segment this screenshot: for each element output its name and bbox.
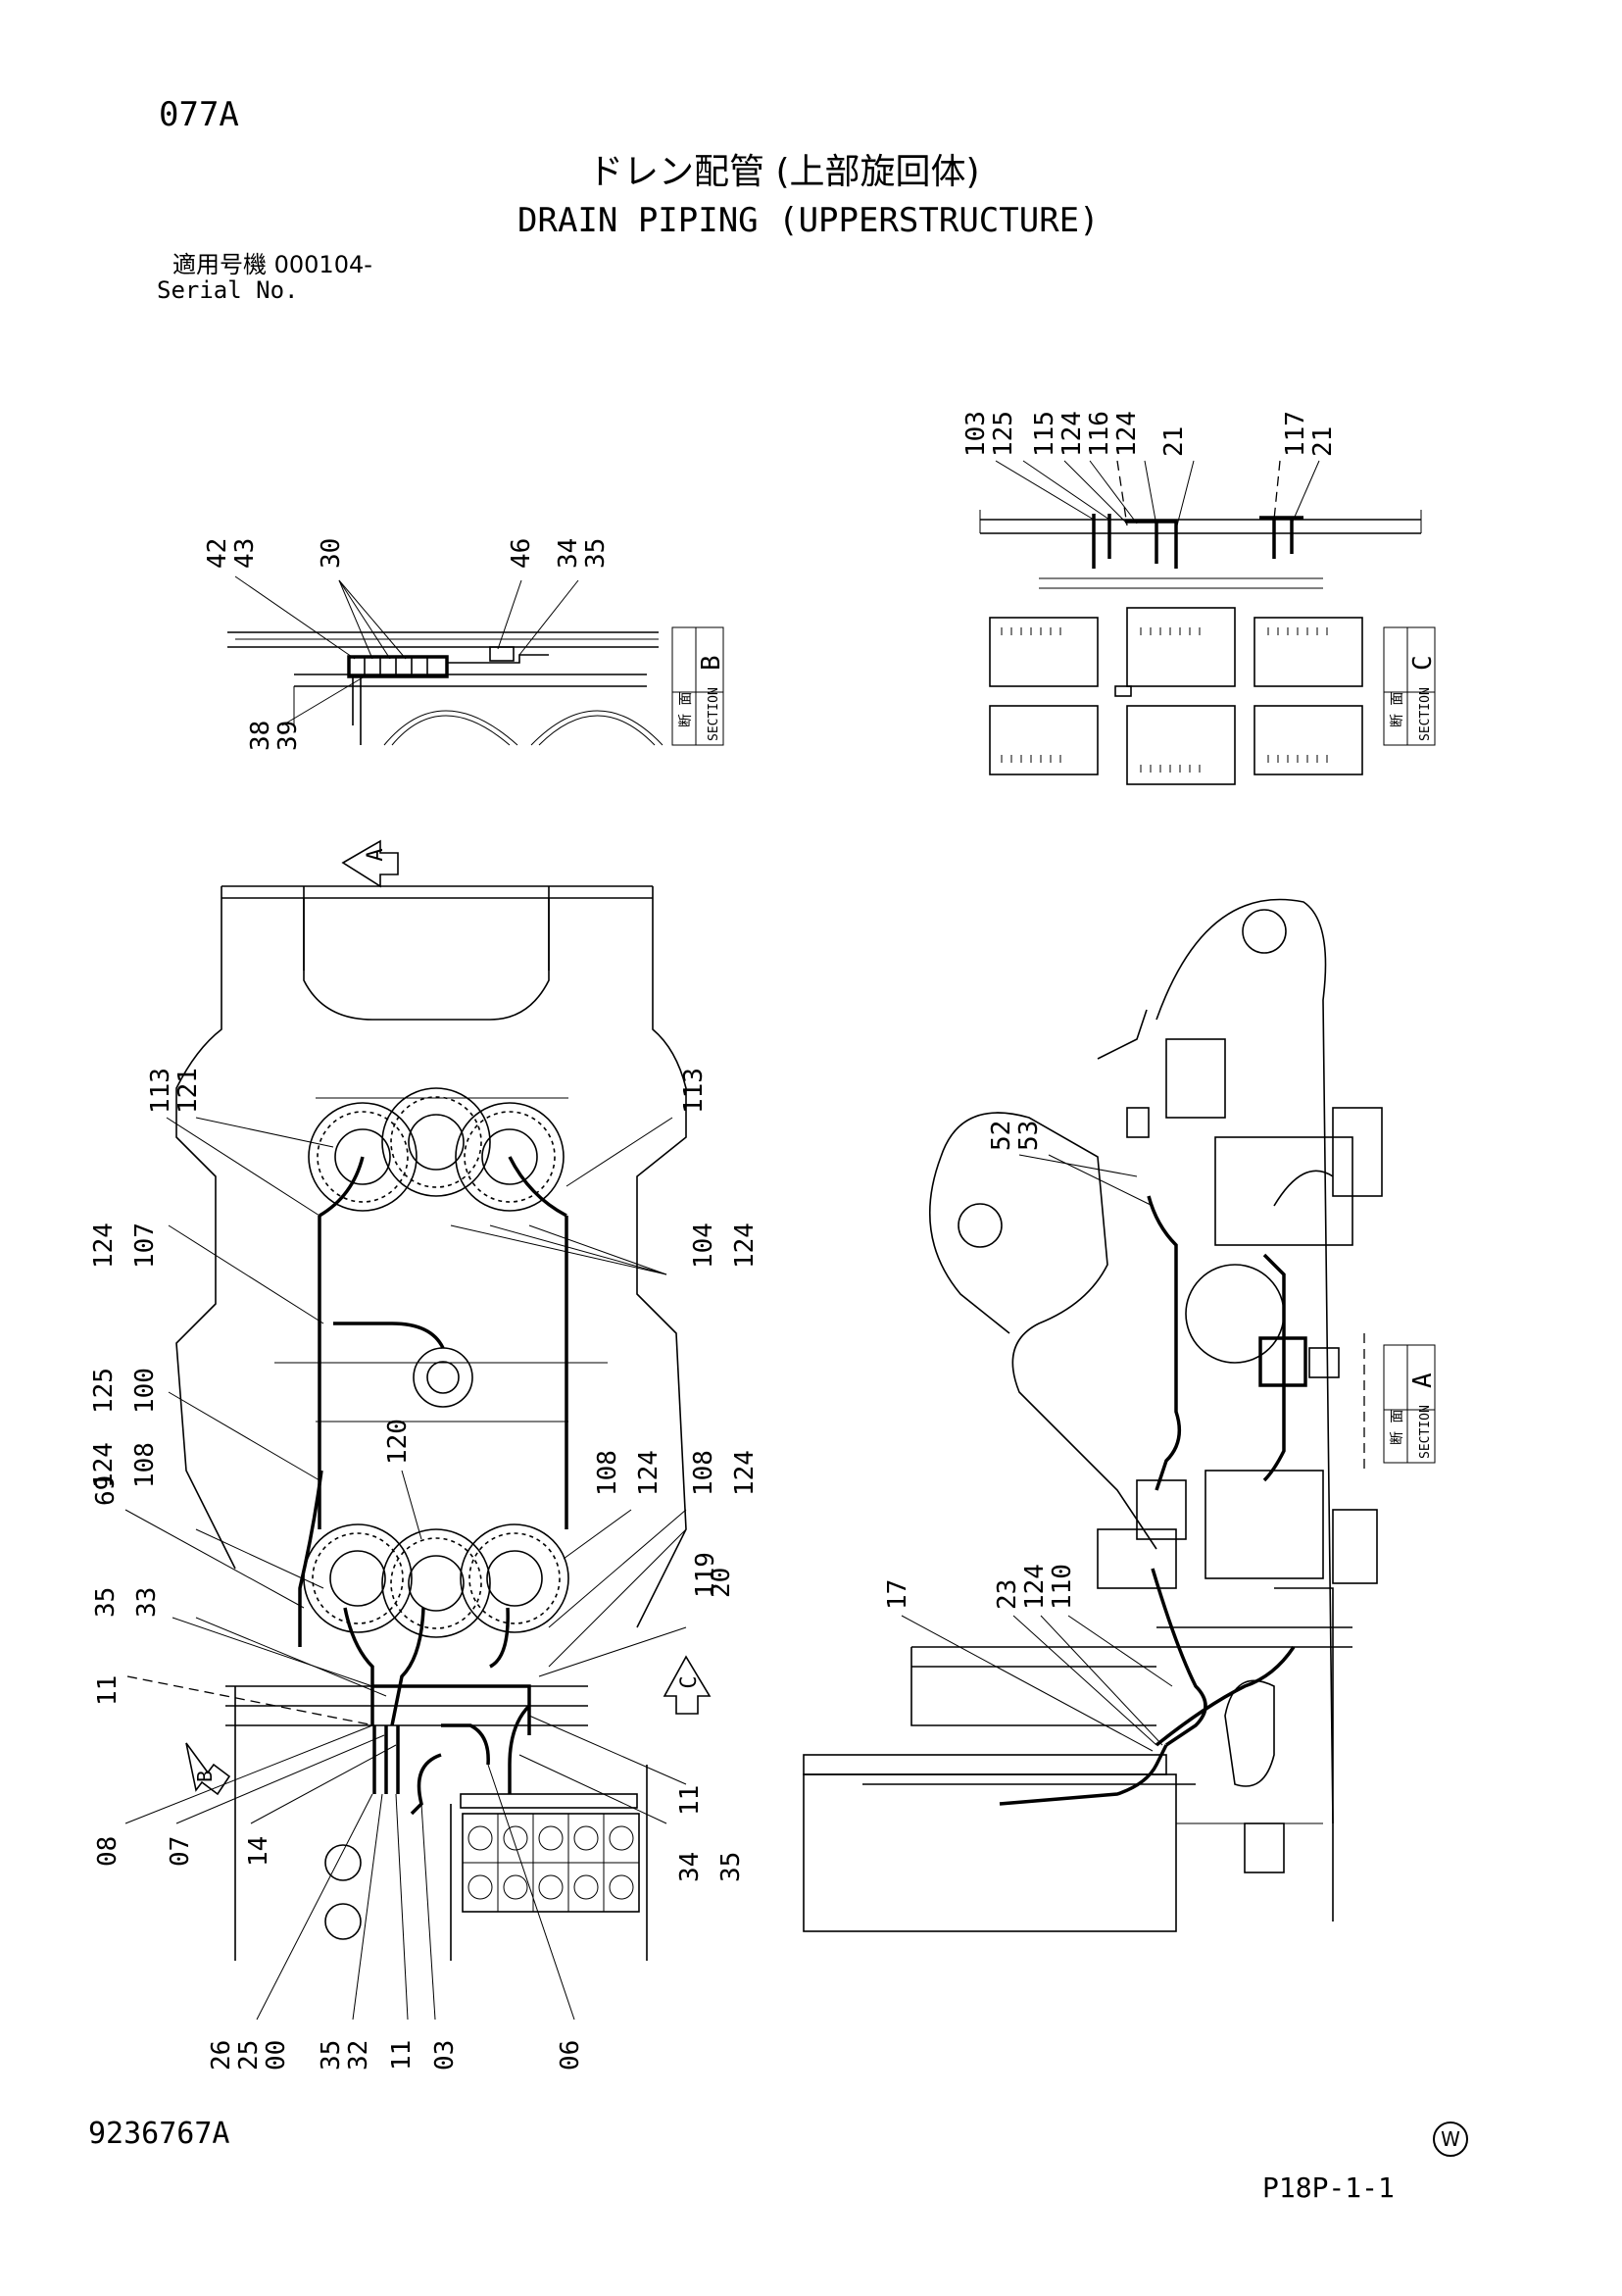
callout-121: 121 <box>173 1068 203 1114</box>
section-a-label-box: 断 面 SECTION A <box>1383 1344 1438 1464</box>
callout-00: 00 <box>262 2040 291 2071</box>
side-elevation-view: 断 面 SECTION A 52 53 17 23 124 110 <box>803 898 1438 1932</box>
serial-label-japanese: 適用号機 000104- <box>172 251 372 278</box>
callout-117: 117 <box>1281 411 1310 457</box>
callout-46: 46 <box>507 538 536 569</box>
page-code: 077A <box>159 95 239 134</box>
callout-30: 30 <box>317 538 346 569</box>
callout-39: 39 <box>273 721 303 751</box>
callout-53: 53 <box>1014 1121 1044 1151</box>
callout-21-b: 21 <box>1308 426 1338 457</box>
view-arrow-c: C <box>663 1655 712 1715</box>
callout-116: 116 <box>1085 411 1114 457</box>
plan-view: A <box>89 839 760 2071</box>
section-c-letter: C <box>1408 655 1438 671</box>
section-c-label-box: 断 面 SECTION C <box>1383 626 1438 746</box>
section-a-letter: A <box>1408 1373 1438 1388</box>
callout-32: 32 <box>344 2040 373 2071</box>
callout-124-b: 124 <box>1112 411 1142 457</box>
callout-35-left: 35 <box>91 1587 121 1618</box>
callout-35-right: 35 <box>716 1852 746 1882</box>
section-b-word: SECTION <box>707 687 721 741</box>
callout-125: 125 <box>989 411 1018 457</box>
callout-119: 119 <box>691 1552 720 1598</box>
callout-120: 120 <box>383 1419 413 1465</box>
view-arrow-a-letter: A <box>364 848 388 861</box>
callout-124-plan-d: 124 <box>634 1450 664 1496</box>
callout-69: 69 <box>91 1475 121 1506</box>
circled-w-mark: W <box>1433 2121 1468 2157</box>
callout-23: 23 <box>993 1579 1022 1610</box>
callout-52: 52 <box>987 1121 1016 1151</box>
view-arrow-b: B <box>185 1742 231 1796</box>
callout-11-right: 11 <box>675 1785 705 1816</box>
callout-17: 17 <box>883 1579 912 1610</box>
section-b-kanji: 断 面 <box>678 692 694 727</box>
section-c-word: SECTION <box>1418 687 1433 741</box>
callout-06: 06 <box>556 2040 585 2071</box>
callout-25: 25 <box>234 2040 264 2071</box>
callout-03: 03 <box>430 2040 460 2071</box>
serial-label-english: Serial No. <box>157 276 299 304</box>
callout-42: 42 <box>203 538 232 569</box>
section-c-view: 断 面 SECTION C 103 125 115 124 116 124 21… <box>961 411 1438 785</box>
section-b-view: 断 面 SECTION B 42 43 30 46 34 35 38 39 <box>203 538 726 751</box>
callout-124-side: 124 <box>1020 1564 1050 1610</box>
callout-35-bottom: 35 <box>317 2040 346 2071</box>
section-b-label-box: 断 面 SECTION B <box>671 626 726 746</box>
document-number: 9236767A <box>88 2117 230 2151</box>
callout-124-plan-c: 124 <box>730 1223 760 1269</box>
title-english: DRAIN PIPING (UPPERSTRUCTURE) <box>517 201 1100 240</box>
upper-motor-row <box>308 1087 565 1212</box>
callout-43: 43 <box>230 538 260 569</box>
callout-108-left: 108 <box>130 1442 160 1488</box>
view-arrow-c-letter: C <box>677 1675 702 1688</box>
callout-125-plan: 125 <box>89 1368 119 1414</box>
section-c-kanji: 断 面 <box>1390 692 1405 727</box>
page-reference: P18P-1-1 <box>1262 2171 1395 2204</box>
callout-124-plan-e: 124 <box>730 1450 760 1496</box>
section-a-word: SECTION <box>1418 1405 1433 1459</box>
callout-107: 107 <box>130 1223 160 1269</box>
callout-124-a: 124 <box>1057 411 1087 457</box>
title-japanese: ドレン配管 (上部旋回体) <box>588 152 980 192</box>
callout-110: 110 <box>1048 1564 1077 1610</box>
callout-21-a: 21 <box>1159 426 1189 457</box>
view-arrow-b-letter: B <box>193 1771 217 1782</box>
callout-115: 115 <box>1030 411 1059 457</box>
lower-motor-row <box>303 1523 569 1638</box>
section-b-letter: B <box>697 655 726 671</box>
cooler-grid <box>462 1813 640 1913</box>
callout-14: 14 <box>244 1836 273 1867</box>
callout-103: 103 <box>961 411 991 457</box>
callout-100: 100 <box>130 1368 160 1414</box>
callout-20: 20 <box>707 1568 736 1598</box>
section-a-kanji: 断 面 <box>1390 1410 1405 1445</box>
view-arrow-a: A <box>341 839 399 888</box>
callout-08: 08 <box>93 1836 123 1867</box>
callout-108-right-b: 108 <box>689 1450 718 1496</box>
callout-11-left: 11 <box>93 1675 123 1706</box>
callout-124-plan-b: 124 <box>89 1442 119 1488</box>
callout-34: 34 <box>554 538 583 569</box>
callout-35: 35 <box>581 538 611 569</box>
callout-104: 104 <box>689 1223 718 1269</box>
callout-34-right: 34 <box>675 1852 705 1882</box>
callout-113-left: 113 <box>146 1068 175 1114</box>
callout-11-bottom: 11 <box>387 2040 417 2071</box>
callout-113-right: 113 <box>679 1068 709 1114</box>
callout-124-plan-a: 124 <box>89 1223 119 1269</box>
callout-108-right-a: 108 <box>593 1450 622 1496</box>
callout-38: 38 <box>246 721 275 751</box>
callout-26: 26 <box>207 2040 236 2071</box>
callout-07: 07 <box>166 1836 195 1867</box>
callout-33: 33 <box>132 1587 162 1618</box>
